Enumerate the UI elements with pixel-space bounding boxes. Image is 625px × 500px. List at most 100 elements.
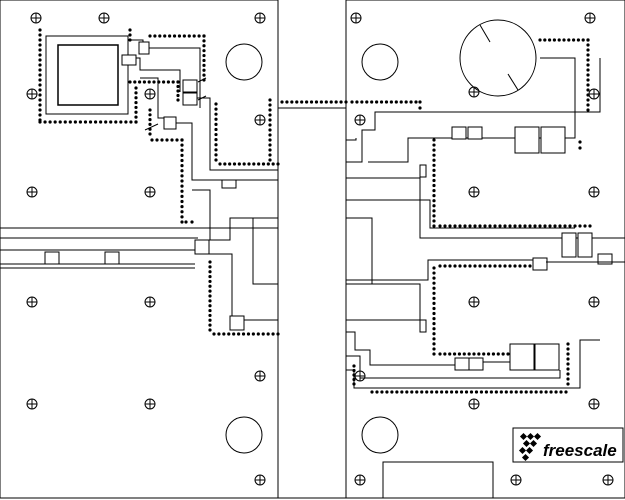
via <box>445 390 449 394</box>
via <box>180 179 184 183</box>
logo-mark <box>518 432 542 462</box>
via <box>202 73 206 77</box>
via <box>468 224 472 228</box>
via <box>268 133 272 137</box>
via <box>290 100 294 104</box>
via <box>506 352 510 356</box>
via <box>329 100 333 104</box>
via <box>566 357 570 361</box>
via <box>242 162 246 166</box>
via <box>432 163 436 167</box>
via <box>432 352 436 356</box>
test-point <box>510 474 522 486</box>
via <box>432 276 436 280</box>
via <box>38 58 42 62</box>
via <box>518 224 522 228</box>
via <box>375 390 379 394</box>
via <box>432 168 436 172</box>
label-box <box>382 461 494 499</box>
test-point <box>350 12 362 24</box>
via <box>134 91 138 95</box>
test-point <box>254 370 266 382</box>
via <box>180 189 184 193</box>
via <box>448 264 452 268</box>
via <box>109 120 113 124</box>
test-point <box>354 474 366 486</box>
via <box>360 100 364 104</box>
via <box>462 352 466 356</box>
via <box>440 390 444 394</box>
logo-wordmark: freescale <box>543 441 617 460</box>
via <box>558 224 562 228</box>
via <box>432 342 436 346</box>
via <box>586 58 590 62</box>
via <box>448 352 452 356</box>
via <box>566 362 570 366</box>
via <box>499 390 503 394</box>
via <box>247 162 251 166</box>
via <box>261 162 266 166</box>
via <box>385 390 389 394</box>
via <box>467 352 471 356</box>
via <box>559 390 563 394</box>
via <box>438 352 442 356</box>
via <box>271 162 275 166</box>
via <box>418 100 422 104</box>
freescale-logo: freescale <box>512 427 624 463</box>
via <box>208 284 212 288</box>
via <box>352 373 356 377</box>
via <box>432 286 436 290</box>
via <box>583 224 587 228</box>
via <box>488 224 492 228</box>
via <box>172 34 177 38</box>
via <box>566 367 570 371</box>
via <box>562 38 566 42</box>
via-rows <box>38 28 592 394</box>
via <box>454 390 459 394</box>
via <box>214 127 218 132</box>
via <box>208 328 212 332</box>
via <box>586 53 590 57</box>
via <box>586 48 590 52</box>
via <box>430 390 434 394</box>
test-point <box>144 88 156 100</box>
via <box>528 224 532 228</box>
via <box>208 279 212 284</box>
via <box>514 390 518 394</box>
via <box>78 120 83 124</box>
via <box>586 83 590 87</box>
via <box>432 188 436 193</box>
via <box>38 83 42 87</box>
via <box>180 194 184 198</box>
via <box>464 390 469 394</box>
via <box>432 281 436 285</box>
via <box>148 127 152 131</box>
via <box>162 80 166 84</box>
via <box>155 138 159 142</box>
via <box>566 372 570 376</box>
via <box>53 120 57 124</box>
via <box>134 105 138 110</box>
via <box>503 264 507 268</box>
via <box>432 332 436 336</box>
via <box>38 53 42 57</box>
via <box>432 306 436 311</box>
via <box>432 204 436 208</box>
via <box>38 73 42 77</box>
via <box>208 260 212 264</box>
via <box>539 390 543 394</box>
via <box>38 103 42 107</box>
via <box>214 112 218 116</box>
via <box>548 38 552 42</box>
via <box>153 34 157 38</box>
via <box>563 224 567 228</box>
via <box>222 332 226 336</box>
via <box>232 162 237 166</box>
input-transmission-lines <box>0 217 278 331</box>
via <box>202 63 206 67</box>
via <box>432 266 436 270</box>
via <box>473 224 477 228</box>
via <box>513 224 517 228</box>
via <box>463 264 467 268</box>
round-capacitor <box>459 19 537 97</box>
